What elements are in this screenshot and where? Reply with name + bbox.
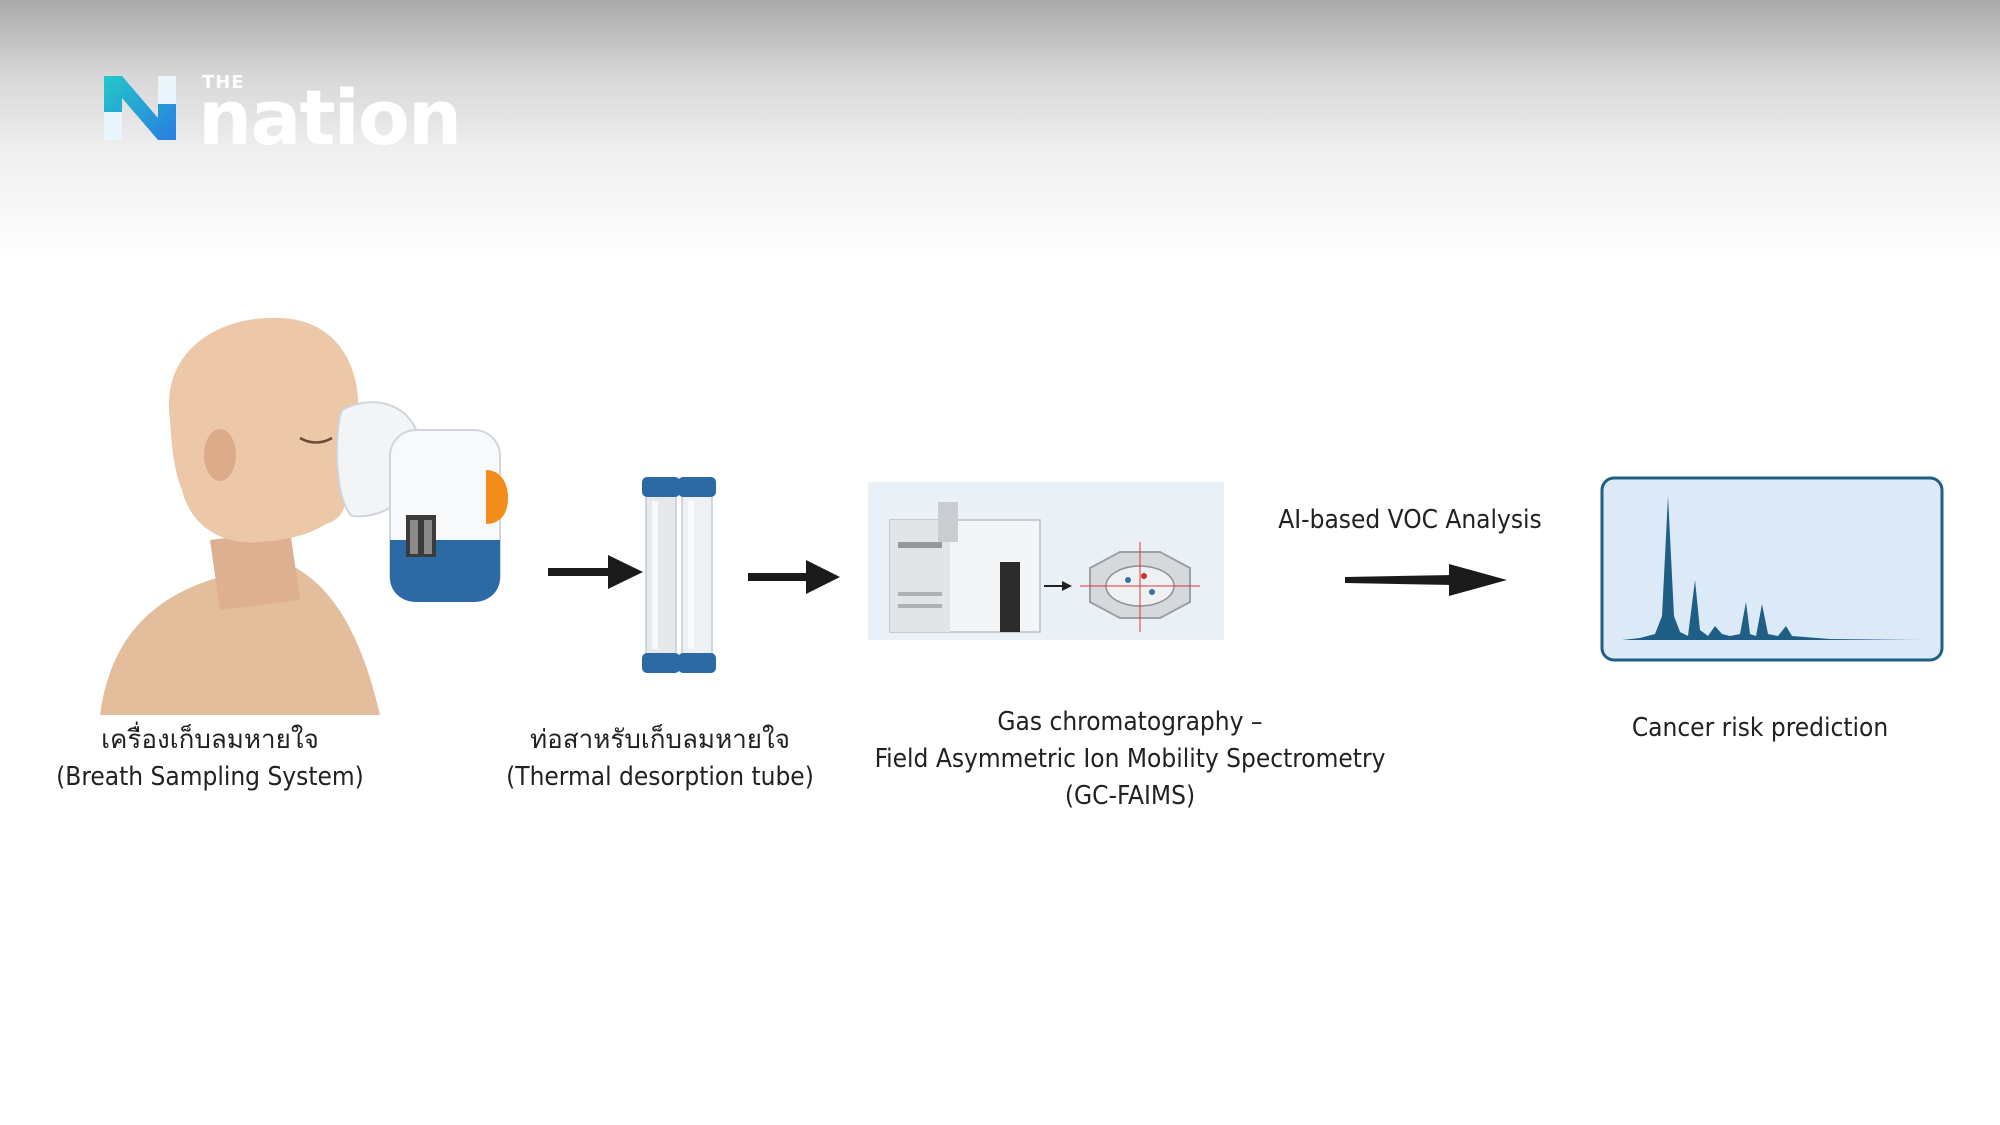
step-2-label: ท่อสาหรับเก็บลมหายใจ (Thermal desorption… [480,722,840,796]
logo-the-text: THE [202,72,245,93]
nation-logo[interactable]: THE nation [100,72,462,156]
cancer-risk-chart-illustration [1600,476,1944,662]
step-4-label: Cancer risk prediction [1560,710,1960,747]
step-2-thai-label: ท่อสาหรับเก็บลมหายใจ [530,725,790,755]
header-banner: THE nation [0,0,2000,260]
ai-voc-analysis-label: AI-based VOC Analysis [1278,505,1542,535]
gc-faims-instrument-illustration [868,482,1224,640]
step-3-line-3: (GC-FAIMS) [1064,781,1196,811]
step-3-line-2: Field Asymmetric Ion Mobility Spectromet… [874,744,1386,774]
person-breath-sampler-illustration [100,317,508,715]
flow-arrow-2-icon [748,560,840,594]
step-1-english-label: (Breath Sampling System) [56,762,364,792]
flow-arrow-3-icon [1345,564,1507,596]
nation-n-mark-icon [104,76,176,140]
flow-arrow-1-icon [548,555,643,589]
step-3-label: Gas chromatography – Field Asymmetric Io… [850,704,1410,815]
step-2-english-label: (Thermal desorption tube) [506,762,814,792]
step-1-label: เครื่องเก็บลมหายใจ (Breath Sampling Syst… [30,722,390,796]
thermal-desorption-tubes-illustration [642,477,716,673]
step-4-line-1: Cancer risk prediction [1631,713,1889,743]
step-3-line-1: Gas chromatography – [997,707,1263,737]
step-1-thai-label: เครื่องเก็บลมหายใจ [101,725,319,755]
logo-wordmark: nation [198,73,462,162]
